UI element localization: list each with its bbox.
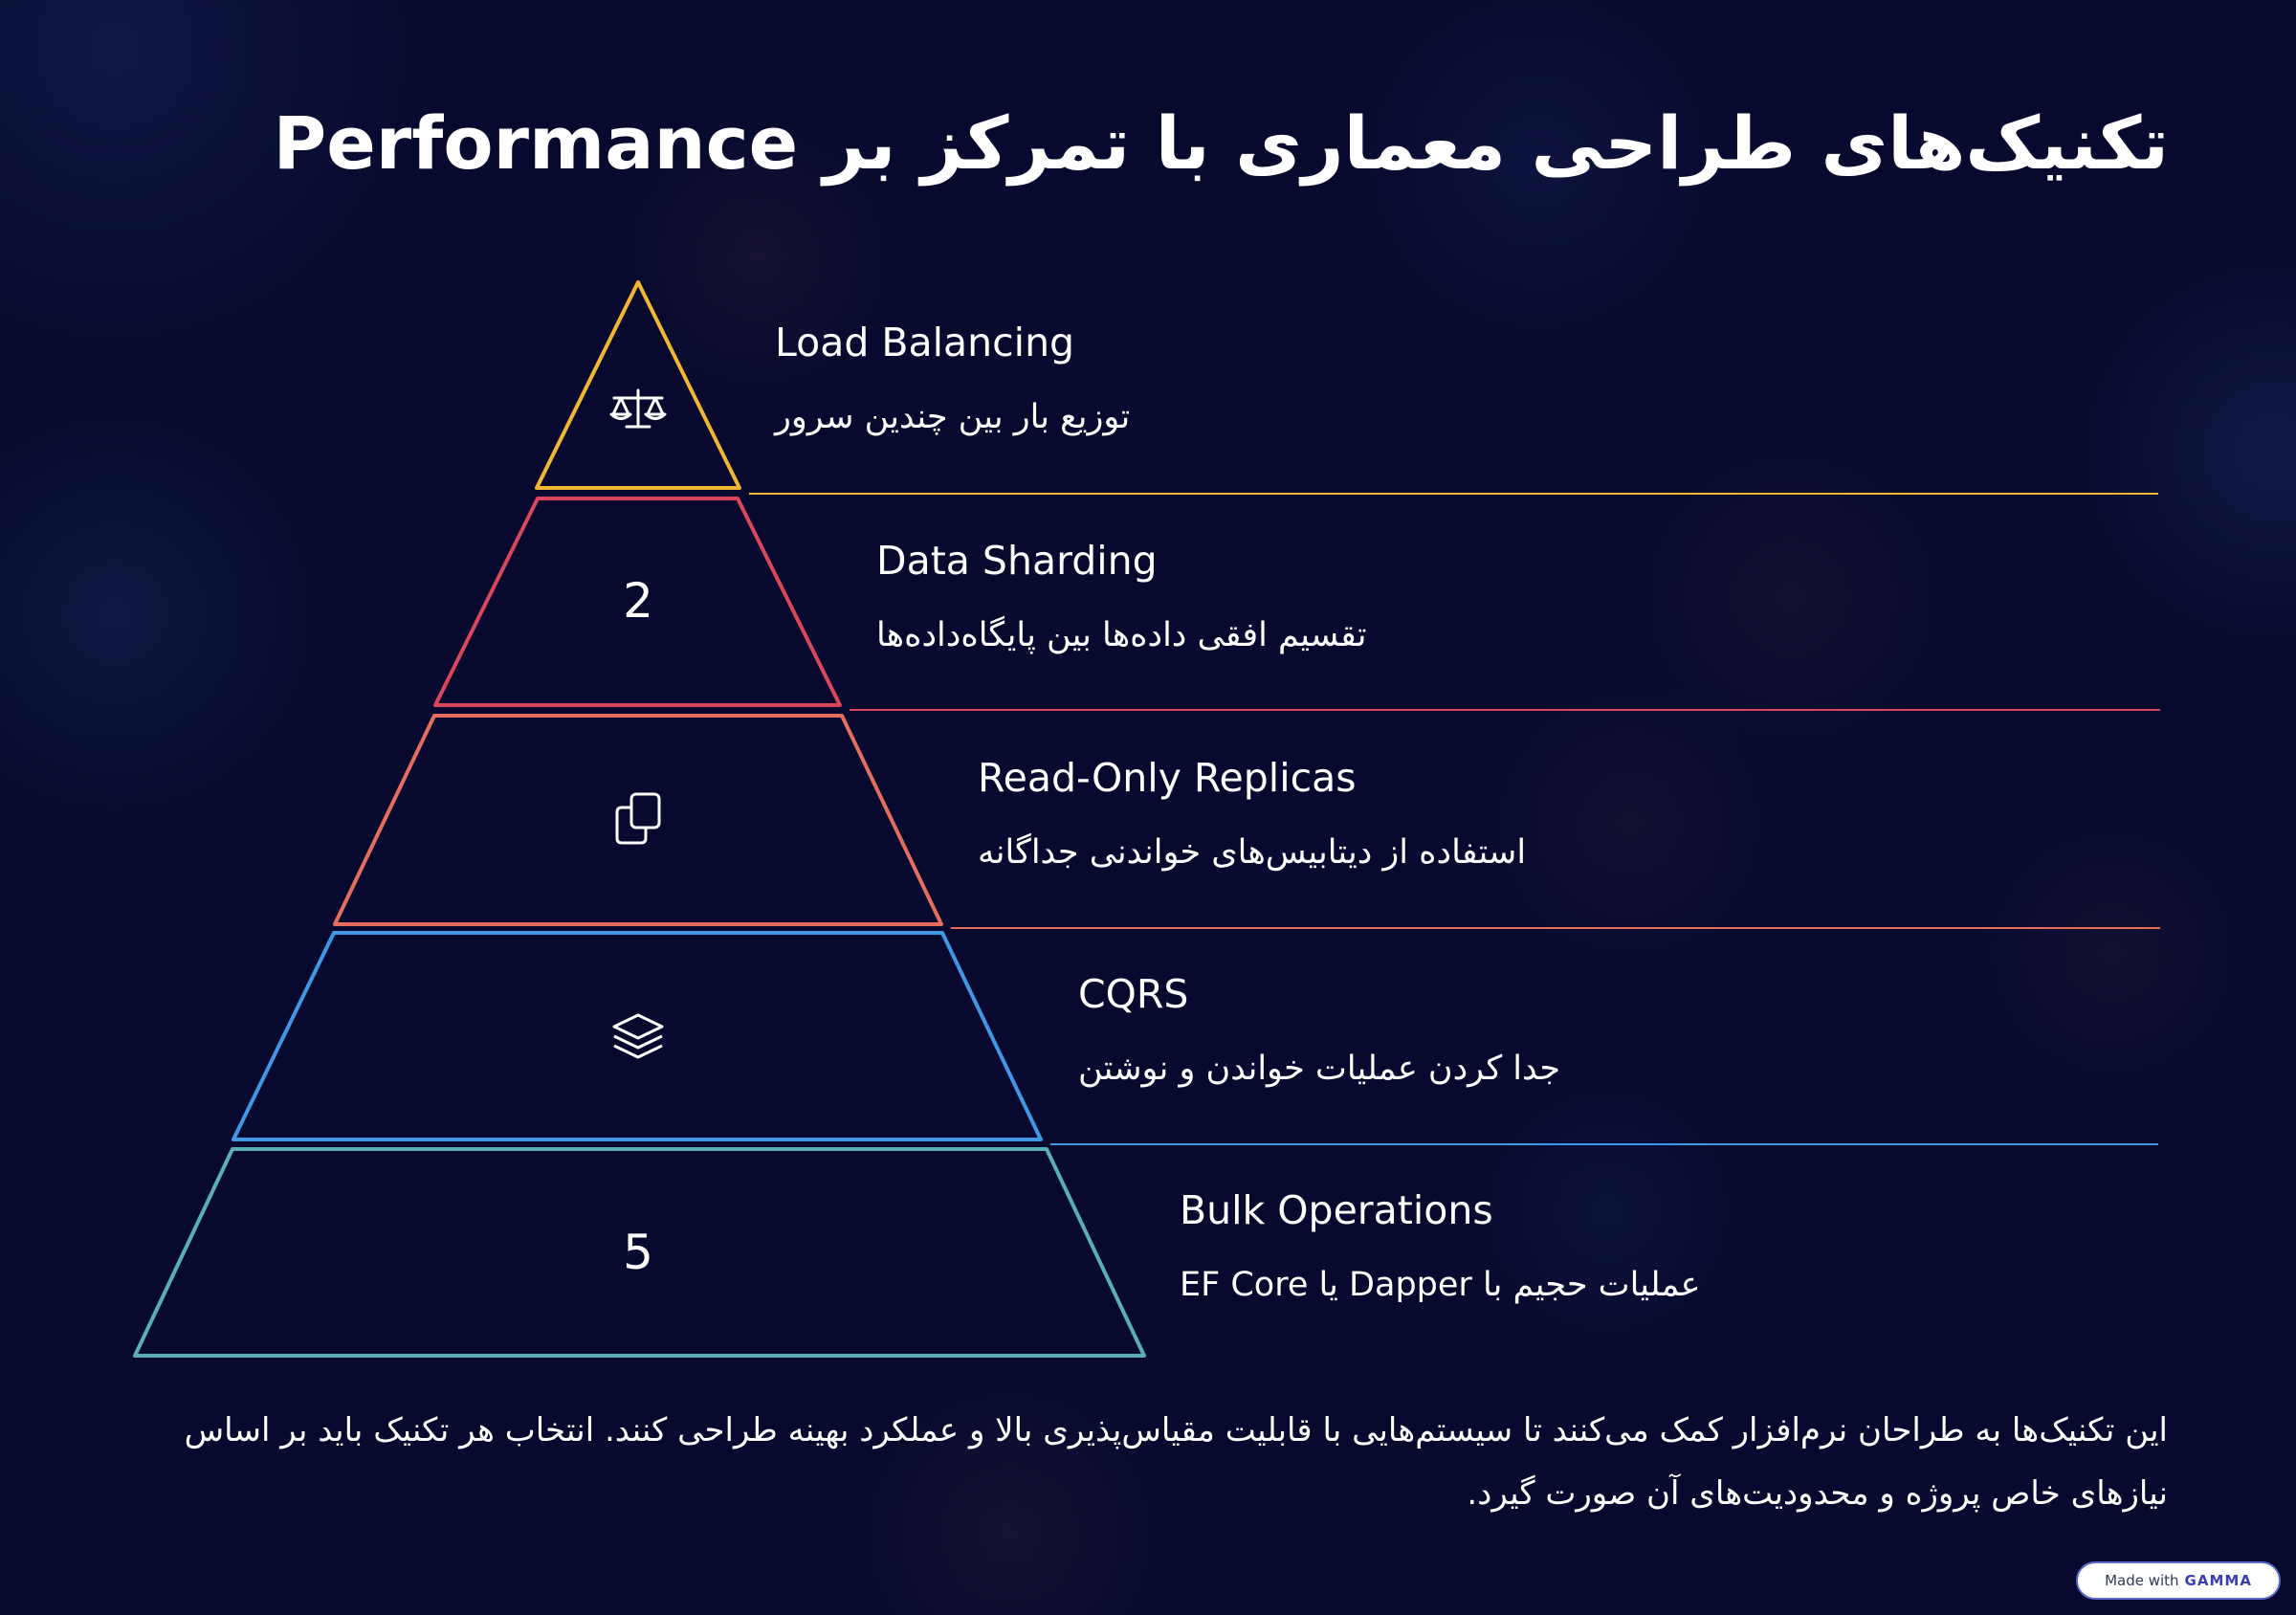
- layers-icon: [612, 1013, 664, 1059]
- tier-5-text: Bulk Operations عملیات حجیم با Dapper یا…: [1180, 1184, 1701, 1308]
- page-title: تکنیک‌های طراحی معماری با تمرکز بر Perfo…: [273, 100, 2169, 186]
- tier-4-text: CQRS جدا کردن عملیات خواندن و نوشتن: [1078, 967, 1560, 1092]
- tier-5-title: Bulk Operations: [1180, 1187, 1493, 1233]
- badge-prefix: Made with: [2105, 1572, 2179, 1589]
- tier-3-shape: [333, 714, 943, 926]
- tier-2-description: تقسیم افقی داده‌ها بین پایگاه‌داده‌ها: [876, 616, 1367, 654]
- tier-3-text: Read-Only Replicas استفاده از دیتابیس‌ها…: [978, 751, 1526, 875]
- tier-2-title: Data Sharding: [876, 538, 1158, 584]
- tier-4-description: جدا کردن عملیات خواندن و نوشتن: [1078, 1050, 1561, 1088]
- pyramid-diagram: 2 5: [133, 280, 2160, 1358]
- tier-5-number: 5: [623, 1225, 653, 1280]
- tier-2-number: 2: [623, 573, 653, 629]
- tier-2-shape: [433, 497, 842, 707]
- gamma-logo: GAMMA: [2184, 1572, 2252, 1589]
- tier-1-shape: [535, 280, 741, 490]
- tier-1-text: Load Balancing توزیع بار بین چندین سرور: [775, 316, 1130, 440]
- tier-3-title: Read-Only Replicas: [978, 755, 1357, 801]
- tier-5-description: عملیات حجیم با Dapper یا EF Core: [1180, 1266, 1701, 1304]
- copy-icon: [615, 792, 661, 845]
- tier-1-description: توزیع بار بین چندین سرور: [775, 398, 1131, 436]
- tier-1-title: Load Balancing: [775, 320, 1075, 365]
- scale-icon: [609, 388, 667, 429]
- tier-2-text: Data Sharding تقسیم افقی داده‌ها بین پای…: [876, 534, 1367, 658]
- tier-5-shape: [133, 1147, 1146, 1358]
- tier-4-title: CQRS: [1078, 971, 1189, 1017]
- tier-3-description: استفاده از دیتابیس‌های خواندنی جداگانه: [978, 833, 1527, 872]
- footer-description: این تکنیک‌ها به طراحان نرم‌افزار کمک می‌…: [184, 1411, 2168, 1513]
- made-with-gamma-badge[interactable]: Made with GAMMA: [2076, 1561, 2281, 1600]
